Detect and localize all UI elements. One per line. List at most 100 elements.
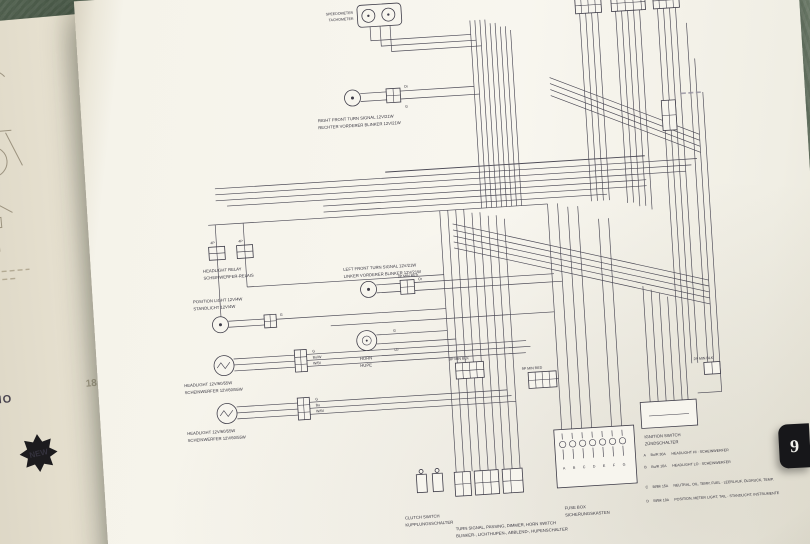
wire-code: Bu/W [313,355,323,360]
components [208,0,752,497]
filament-icon [216,362,231,370]
connector-pin-grid [528,371,557,389]
wire-code: Bu [316,403,321,407]
wiring-diagram: SPEEDOMETER TACHOMETER RIGHT FRONT TURN … [184,0,780,538]
fuse-leads [561,429,624,460]
chapter-tab: 9 [777,423,810,469]
wiring-harness [208,7,722,473]
horn-symbol [356,330,378,352]
wire-code: Lb [394,348,398,352]
wire-code: Or [418,277,423,281]
bulb-icon [216,403,238,424]
horn-inner-ring [361,335,372,346]
filament-dot [350,96,354,100]
fuse-letter: A [563,466,566,470]
switch-pin [418,469,424,474]
headlight-lo-leads [236,389,516,420]
horn-leads [376,330,456,345]
diagonal-bus-upper [549,77,701,153]
legend-desc: HEADLIGHT LO · SCHEINWERFER [672,460,731,468]
left-book-page: RNO 18 NEW [0,8,185,544]
left-page-number-fragment: 18 [85,377,98,390]
connector-pin-grid [455,361,484,379]
switch-pin [434,468,440,473]
left-turn-signal-leads [376,273,563,294]
wire-bundle-fusebox [547,203,623,436]
ignition-switch-symbol [639,398,699,429]
fuse-letter: G [623,463,626,467]
speedometer-label-en: SPEEDOMETER [326,11,354,17]
ignition-switch-detail [649,413,689,417]
headlight-hi-label-de: SCHEINWERFER 12V/60/55W [185,386,243,395]
right-front-turn-signal-symbol [344,87,402,107]
horizontal-bus [208,158,697,226]
legend-id: B [644,465,647,469]
fuse-letter: F [613,463,616,467]
legend-id: A [643,453,646,457]
legend-desc: NEUTRAL, OIL, TEMP, FUEL · LEERLAUF, ÖLD… [673,477,774,487]
legend-fuse: Bl/Bk 10A [653,498,670,503]
ignition-switch-label-en: IGNITION SWITCH [644,432,681,439]
filament-icon [219,409,234,417]
speedometer-label-de: TACHOMETER [329,17,354,23]
legend-row: B Bu/R 10A HEADLIGHT LO · SCHEINWERFER [644,460,731,469]
position-light-symbol [212,313,278,334]
position-light-label-de: STANDLICHT 12V/4W [193,304,235,312]
wiring-diagram-page: 8-9 [73,0,810,544]
headlight-hi-symbol [213,348,308,377]
wire-code: G [315,397,318,401]
wire-code: Or [404,84,409,88]
legend-id: C [645,485,648,489]
left-front-turn-signal-symbol [360,279,416,298]
headlight-hi-leads [233,340,531,372]
wire-bundle-top-right [579,7,699,400]
legend-fuse: Bu/R 10A [651,464,667,469]
chapter-tab-label: 9 [789,435,800,456]
position-light-leads [228,308,446,328]
headlight-relay-label-de: SCHEINWERFER-RELAIS [203,273,254,281]
headlight-relay-label-en: HEADLIGHT RELAY [203,266,242,273]
relay-leads [214,223,444,317]
fuse-icons [559,437,627,449]
headlight-lo-symbol [216,396,312,424]
legend-desc: HEADLIGHT HI · SCHEINWERFER [671,448,729,456]
connector-pin-grid [297,397,311,420]
component-detail [662,100,677,131]
filament-dot [367,287,371,291]
legend-desc: POSITION, METER LIGHT, TAIL · STANDLICHT… [674,491,780,502]
right-turn-signal-label-de: RECHTER VORDERER BLINKER 12V/21W [318,120,401,130]
ignition-switch-body [639,398,699,429]
mid-9p-blk-code: 9P MIN BLK [449,356,470,361]
fuse-letter: E [603,464,606,468]
handlebar-switch-symbol [453,467,525,497]
switch-block [431,472,444,493]
legend-row: A Bu/R 30A HEADLIGHT HI · SCHEINWERFER [643,448,729,457]
clutch-switch-label-en: CLUTCH SWITCH [405,513,440,520]
relay-4p-code: 4P [238,239,243,243]
wire-code: W/Bl [313,361,321,365]
wire-code: W/Bl [316,409,324,413]
connector-pin-grid [400,279,415,294]
mid-connectors [454,360,721,389]
connector-pin-grid [711,361,713,374]
fuse-letter: C [583,465,586,469]
legend-fuse: Bl/Bk 15A [652,484,669,489]
right-turn-signal-label-en: RIGHT FRONT TURN SIGNAL 12V/21W [318,113,394,123]
fuse-box-label-en: FUSE BOX [565,504,587,510]
new-badge-label: NEW [29,447,50,460]
clutch-switch-label-de: KUPPLUNGSSCHALTER [405,520,453,528]
headlight-lo-label-en: HEADLIGHT 12V/60/55W [187,428,235,436]
left-turn-signal-label-de: LINKER VORDERER BLINKER 12V/21W [344,269,422,279]
horn-center [365,339,368,342]
sketch-curve [0,69,5,126]
mid-9p-red-code: 9P MIN RED [522,366,543,371]
sketch-part [0,216,3,231]
right-2p-blk-code: 2P MIN BLK [693,356,714,361]
switch-pin-grid [454,468,523,496]
sketch-circle-outer [0,146,8,178]
top-connector-blocks [574,0,680,15]
legend-row: C Bl/Bk 15A NEUTRAL, OIL, TEMP, FUEL · L… [645,477,774,489]
connector-pin-grid [575,0,679,14]
switch-block [415,473,428,494]
